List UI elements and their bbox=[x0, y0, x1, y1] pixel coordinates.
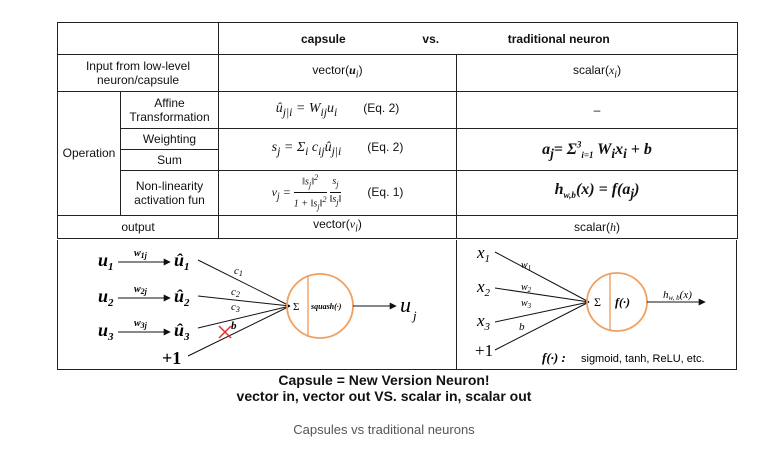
header-vs: vs. bbox=[422, 31, 440, 46]
capsule-coeff-c1: c1 bbox=[234, 265, 243, 278]
capsule-input-u2: u2 bbox=[98, 286, 114, 309]
neuron-input-x1: x1 bbox=[476, 243, 490, 265]
neuron-weight-w3: w3 bbox=[521, 298, 532, 310]
bias-cross-icon bbox=[218, 325, 232, 339]
header-row: capsule vs. traditional neuron bbox=[57, 22, 739, 55]
neuron-input-x2: x2 bbox=[476, 277, 491, 299]
neuron-weight-w1: w1 bbox=[521, 260, 531, 272]
caption-line-1: Capsule = New Version Neuron! bbox=[278, 372, 490, 388]
neuron-diagram: x1 x2 x3 +1 w1 w2 w3 b Σ f(·) hw, b(x) f… bbox=[475, 243, 706, 365]
comparison-table: capsule vs. traditional neuron Input fro… bbox=[57, 22, 739, 239]
input-neuron-cell: scalar(xi) bbox=[455, 54, 739, 92]
capsule-pred-u3: û3 bbox=[174, 320, 190, 343]
figure-caption: Capsules vs traditional neurons bbox=[293, 422, 475, 437]
capsule-plus-one: +1 bbox=[162, 348, 181, 368]
sum-label: Sum bbox=[120, 149, 219, 171]
neuron-sum-symbol: Σ bbox=[594, 295, 601, 309]
input-capsule-cell: vector(ui) bbox=[218, 54, 457, 92]
affine-neuron-cell: – bbox=[455, 91, 739, 129]
affine-label: Affine Transformation bbox=[120, 91, 219, 129]
affine-equation: ûj|i = Wijui bbox=[275, 100, 338, 119]
output-label: output bbox=[57, 214, 219, 239]
affine-row: Operation Affine Transformation ûj|i = W… bbox=[57, 91, 739, 216]
weighting-label: Weighting bbox=[120, 128, 219, 150]
output-row: output vector(vi) scalar(h) bbox=[57, 214, 739, 239]
weighting-equation: sj = Σi cijûj|i bbox=[271, 140, 342, 158]
neuron-activation-equation: hw,b(x) = f(aj) bbox=[554, 181, 640, 202]
neuron-activation-equation-cell: hw,b(x) = f(aj) bbox=[455, 170, 739, 216]
neuron-link-1 bbox=[494, 251, 590, 303]
neuron-footnote-text: sigmoid, tanh, ReLU, etc. bbox=[581, 353, 705, 365]
affine-equation-cell: ûj|i = Wijui (Eq. 2) bbox=[218, 91, 457, 129]
capsule-link-1 bbox=[197, 259, 291, 307]
header-empty-cell bbox=[57, 22, 219, 55]
capsule-pred-u2: û2 bbox=[174, 286, 190, 309]
operation-label: Operation bbox=[57, 91, 121, 216]
comparison-figure: capsule vs. traditional neuron Input fro… bbox=[57, 22, 739, 370]
capsule-coeff-c3: c3 bbox=[231, 301, 240, 314]
capsule-squash-label: squash(·) bbox=[310, 302, 342, 311]
capsule-input-u1: u1 bbox=[98, 250, 114, 273]
capsule-diagram: u1 u2 u3 w1j w2j w3j û1 û2 û3 +1 c1 c2 c… bbox=[98, 248, 417, 368]
output-capsule-cell: vector(vi) bbox=[218, 214, 457, 239]
capsule-weight-w2: w2j bbox=[134, 284, 148, 296]
capsule-coeff-c2: c2 bbox=[231, 286, 240, 299]
neuron-plus-one: +1 bbox=[475, 341, 493, 360]
weighting-eq-number: (Eq. 2) bbox=[367, 140, 404, 155]
header-neuron: traditional neuron bbox=[507, 31, 610, 46]
header-capsule: capsule bbox=[301, 31, 346, 46]
neuron-link-2 bbox=[494, 287, 590, 303]
weighting-row: Weighting sj = Σi cijûj|i (Eq. 2) aj= Σ3i… bbox=[58, 128, 739, 171]
input-label: Input from low-level neuron/capsule bbox=[57, 54, 219, 92]
caption-line-2: vector in, vector out VS. scalar in, sca… bbox=[236, 388, 532, 404]
affine-eq-number: (Eq. 2) bbox=[363, 100, 400, 115]
neuron-bias-b: b bbox=[519, 321, 525, 333]
sum-row: Sum bbox=[58, 149, 738, 171]
header-title-cell: capsule vs. traditional neuron bbox=[217, 22, 739, 55]
capsule-sum-symbol: Σ bbox=[293, 301, 299, 313]
capsule-link-3 bbox=[197, 305, 291, 329]
input-row: Input from low-level neuron/capsule vect… bbox=[57, 54, 739, 92]
nonlinearity-label: Non-linearity activation fun bbox=[120, 170, 219, 216]
neuron-sum-equation: aj= Σ3i=1 Wixi + b bbox=[542, 139, 652, 161]
capsule-weight-w1: w1j bbox=[134, 248, 148, 260]
weighting-equation-cell: sj = Σi cijûj|i (Eq. 2) bbox=[218, 128, 457, 171]
neuron-link-bias bbox=[494, 301, 590, 351]
capsule-weight-w3: w3j bbox=[134, 318, 148, 330]
capsule-pred-u1: û1 bbox=[174, 250, 190, 273]
diagram-panel: u1 u2 u3 w1j w2j w3j û1 û2 û3 +1 c1 c2 c… bbox=[57, 240, 737, 370]
neuron-activation-label: f(·) bbox=[615, 295, 630, 309]
diagram-divider bbox=[456, 240, 457, 370]
neuron-input-x3: x3 bbox=[476, 311, 491, 333]
capsule-input-u3: u3 bbox=[98, 320, 114, 343]
squash-eq-number: (Eq. 1) bbox=[367, 184, 404, 199]
capsule-link-bias bbox=[187, 305, 291, 357]
neuron-weight-w2: w2 bbox=[521, 282, 532, 294]
capsule-link-2 bbox=[197, 295, 291, 307]
capsule-bias-b: b bbox=[231, 320, 237, 332]
neuron-sum-equation-cell: aj= Σ3i=1 Wixi + b bbox=[455, 128, 739, 171]
neuron-footnote-fn: f(·) : bbox=[542, 350, 566, 365]
neuron-output-label: hw, b(x) bbox=[663, 289, 692, 302]
output-neuron-cell: scalar(h) bbox=[455, 214, 739, 239]
neuron-link-3 bbox=[494, 301, 590, 323]
